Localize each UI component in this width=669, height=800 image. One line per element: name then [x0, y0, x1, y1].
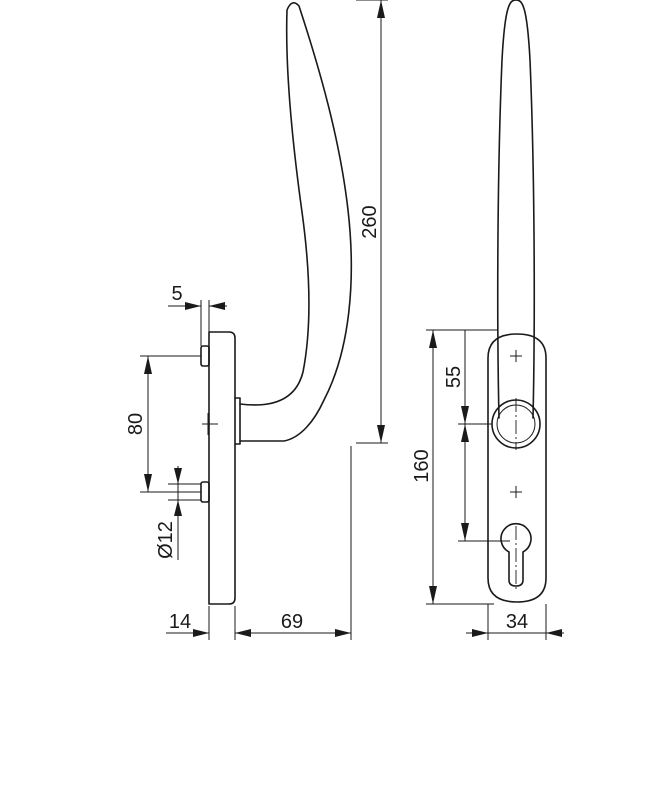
- side-hub: [234, 397, 241, 445]
- cylinder-keyhole-icon: [500, 523, 532, 587]
- front-rose-plate: [487, 333, 547, 603]
- dimension-rose-width-label: 34: [506, 611, 528, 633]
- front-handle-lever: [496, 0, 536, 419]
- dimension-screw-spacing-label: 80: [125, 413, 147, 435]
- dimension-screw-diameter-label: Ø12: [155, 521, 177, 559]
- dimension-total-height: 260: [356, 0, 388, 444]
- dimension-handle-projection: 69: [235, 611, 351, 637]
- dimension-screw-diameter: Ø12: [155, 466, 201, 560]
- front-view: [487, 0, 547, 603]
- dimension-handle-projection-label: 69: [281, 611, 303, 633]
- side-handle-lever: [239, 2, 353, 442]
- bottom-screw-cross-icon: [510, 486, 522, 498]
- side-rose-plate: [208, 331, 236, 605]
- dimension-rose-thickness: 14: [166, 606, 251, 640]
- dimension-rose-thickness-label: 14: [169, 611, 191, 633]
- top-screw-head: [200, 345, 210, 367]
- side-view: [200, 2, 353, 605]
- top-screw-cross-icon: [510, 350, 522, 362]
- dimension-spindle-to-top-label: 55: [443, 366, 465, 388]
- dimension-rose-length-label: 160: [411, 449, 433, 482]
- dimension-rose-width: 34: [466, 604, 564, 640]
- dimension-spindle-to-top: 55: [443, 330, 510, 542]
- dimension-screw-offset: 5: [168, 283, 227, 346]
- dimension-total-height-label: 260: [359, 205, 381, 238]
- bottom-screw-head: [200, 481, 210, 503]
- dimension-rose-length: 160: [411, 329, 498, 605]
- dimension-screw-offset-label: 5: [171, 283, 182, 305]
- dimension-screw-spacing: 80: [125, 355, 201, 493]
